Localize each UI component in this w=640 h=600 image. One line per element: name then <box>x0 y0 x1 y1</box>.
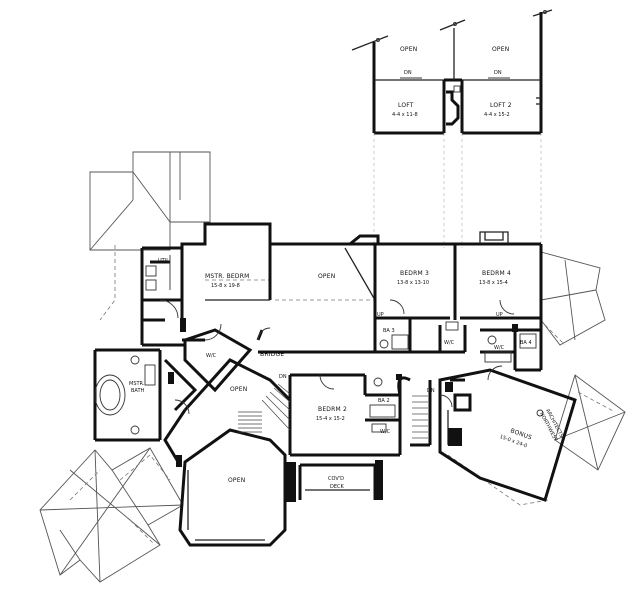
bedrm2-name: BEDRM 2 <box>318 406 347 413</box>
solid-elements <box>168 318 518 502</box>
wic-b3-label: W/C <box>444 340 455 346</box>
up-right-label: UP <box>496 312 503 318</box>
wic-b2-label: W/C <box>380 429 391 435</box>
dn-hall-label: DN <box>427 388 435 394</box>
ba4-label: BA 4 <box>520 340 532 346</box>
loft-dn-right-label: DN <box>494 70 502 76</box>
stairs <box>238 383 428 439</box>
bedrm4-name: BEDRM 4 <box>482 270 511 277</box>
ba2-label: BA 2 <box>378 398 390 404</box>
bridge-label: BRIDGE <box>260 351 284 358</box>
bedrm4-dimensions: 13-8 x 15-4 <box>479 280 508 286</box>
up-left-label: UP <box>377 312 384 318</box>
loft2-dimensions: 4-4 x 15-2 <box>484 112 510 118</box>
loft-dn-left-label: DN <box>404 70 412 76</box>
util-label: UTIL <box>158 258 169 264</box>
mstr-bath-label-1: MSTR. <box>129 381 145 387</box>
covd-deck-label-2: DECK <box>330 484 345 490</box>
mstr-bath-label-2: BATH <box>131 388 145 394</box>
loft2-name: LOFT 2 <box>490 102 512 109</box>
open-stair-label: OPEN <box>230 386 247 393</box>
wic-b4-label: W/C <box>494 345 505 351</box>
mstr-bedrm-name: MSTR. BEDRM <box>205 273 250 280</box>
bedrm3-name: BEDRM 3 <box>400 270 429 277</box>
room-labels: MSTR. BEDRM 15-8 x 19-8 UTIL OPEN BEDRM … <box>129 258 533 490</box>
ba3-label: BA 3 <box>383 328 395 334</box>
open-center-label: OPEN <box>318 273 335 280</box>
fixtures <box>94 255 544 435</box>
covd-deck-label-1: COV'D <box>328 476 344 482</box>
mstr-bedrm-dimensions: 15-8 x 19-8 <box>211 283 240 289</box>
dn-stair-label: DN <box>279 374 287 380</box>
bedrm3-dimensions: 13-8 x 13-10 <box>397 280 429 286</box>
bedrm2-dimensions: 15-4 x 15-2 <box>316 416 345 422</box>
loft-open-right-label: OPEN <box>492 46 509 53</box>
loft-open-left-label: OPEN <box>400 46 417 53</box>
alignment-guides <box>373 133 542 248</box>
wic-mstr-label: W/C <box>206 353 217 359</box>
loft1-name: LOFT <box>398 102 414 109</box>
roof-outlines <box>39 151 626 583</box>
loft1-dimensions: 4-4 x 11-8 <box>392 112 418 118</box>
loft-plan: OPEN OPEN DN DN LOFT 4-4 x 11-8 LOFT 2 4… <box>351 9 553 135</box>
open-lower-label: OPEN <box>228 477 245 484</box>
